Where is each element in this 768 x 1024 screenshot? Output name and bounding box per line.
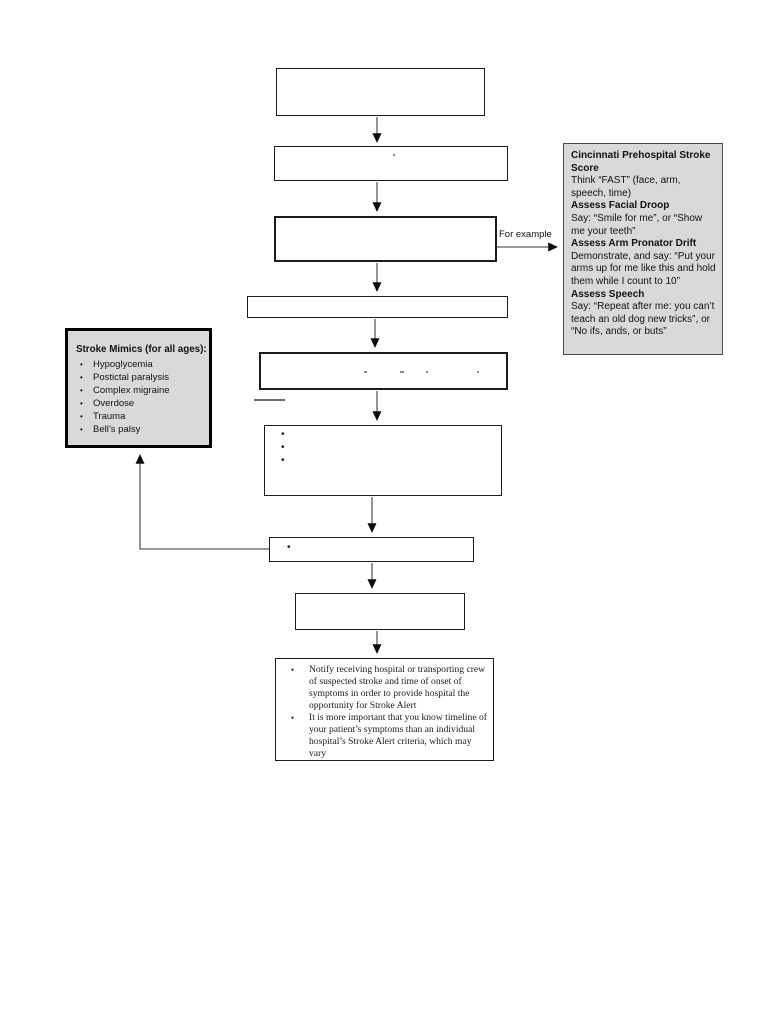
- arrow-box7-stroke-mimics: [135, 454, 270, 550]
- text-artifact-dot: [426, 371, 428, 373]
- notify-item-text: It is more important that you know timel…: [309, 712, 487, 759]
- bullet-icon: •: [281, 429, 285, 440]
- panel-text-line: Say: “Smile for me”, or “Show me your te…: [571, 212, 703, 237]
- panel-text-line: Demonstrate, and say: “Put your arms up …: [571, 250, 716, 287]
- panel-text-line: Assess Speech: [571, 288, 645, 300]
- panel-text-line: Assess Facial Droop: [571, 200, 670, 212]
- for-example-label: For example: [499, 229, 552, 240]
- flow-box-7: [269, 537, 474, 562]
- stroke-mimics-title: Stroke Mimics (for all ages):: [76, 344, 207, 355]
- bullet-icon: •: [287, 542, 291, 553]
- flow-box-3: [274, 216, 497, 262]
- bullet-icon: •: [80, 425, 83, 434]
- bullet-icon: •: [80, 386, 83, 395]
- bullet-icon: •: [80, 373, 83, 382]
- stroke-mimic-item: • Hypoglycemia: [76, 358, 205, 371]
- stroke-mimic-item: • Complex migraine: [76, 384, 205, 397]
- notify-hospital-box: • Notify receiving hospital or transport…: [275, 658, 494, 761]
- panel-text-line: Cincinnati Prehospital Stroke Score: [571, 150, 711, 174]
- panel-text-line: Assess Arm Pronator Drift: [571, 238, 697, 250]
- stroke-mimic-item: • Bell’s palsy: [76, 423, 205, 436]
- panel-text-line: Think “FAST” (face, arm, speech, time): [571, 175, 681, 199]
- bullet-icon: •: [290, 665, 295, 675]
- panel-text-line: Say: “Repeat after me: you can’t teach a…: [571, 301, 715, 338]
- text-artifact-dot: [477, 371, 479, 373]
- notify-item-text: Notify receiving hospital or transportin…: [309, 664, 486, 711]
- stroke-mimic-label: Overdose: [93, 398, 135, 409]
- notify-item: • It is more important that you know tim…: [276, 712, 489, 760]
- flow-box-8: [295, 593, 465, 630]
- bullet-icon: •: [80, 360, 83, 369]
- stroke-mimics-panel: Stroke Mimics (for all ages): • Hypoglyc…: [65, 328, 212, 448]
- stroke-mimic-label: Trauma: [93, 411, 126, 422]
- stroke-mimic-label: Bell’s palsy: [93, 424, 141, 435]
- notify-item: • Notify receiving hospital or transport…: [276, 664, 489, 712]
- flow-box-7-bullets: •: [287, 541, 291, 554]
- flow-box-1: [276, 68, 485, 116]
- stroke-mimics-list: • Hypoglycemia • Postictal paralysis • C…: [76, 358, 205, 436]
- flow-box-2: [274, 146, 508, 181]
- bullet-icon: •: [80, 412, 83, 421]
- bullet-icon: •: [80, 399, 83, 408]
- stroke-mimic-item: • Overdose: [76, 397, 205, 410]
- underline-artifact: [254, 399, 285, 401]
- stroke-mimic-item: • Postictal paralysis: [76, 371, 205, 384]
- text-artifact-dot: [393, 154, 395, 156]
- text-artifact-dot: [400, 371, 404, 373]
- stroke-mimic-label: Complex migraine: [93, 385, 170, 396]
- flow-box-4: [247, 296, 508, 318]
- stroke-mimic-item: • Trauma: [76, 410, 205, 423]
- bullet-icon: •: [281, 442, 285, 453]
- flow-box-5: [259, 352, 508, 390]
- flow-box-6-bullets: • • •: [281, 428, 285, 467]
- stroke-mimic-label: Postictal paralysis: [93, 372, 170, 383]
- bullet-icon: •: [281, 455, 285, 466]
- flow-box-6: [264, 425, 502, 496]
- bullet-icon: •: [290, 713, 295, 723]
- stroke-mimic-label: Hypoglycemia: [93, 359, 153, 370]
- text-artifact-dot: [364, 371, 367, 373]
